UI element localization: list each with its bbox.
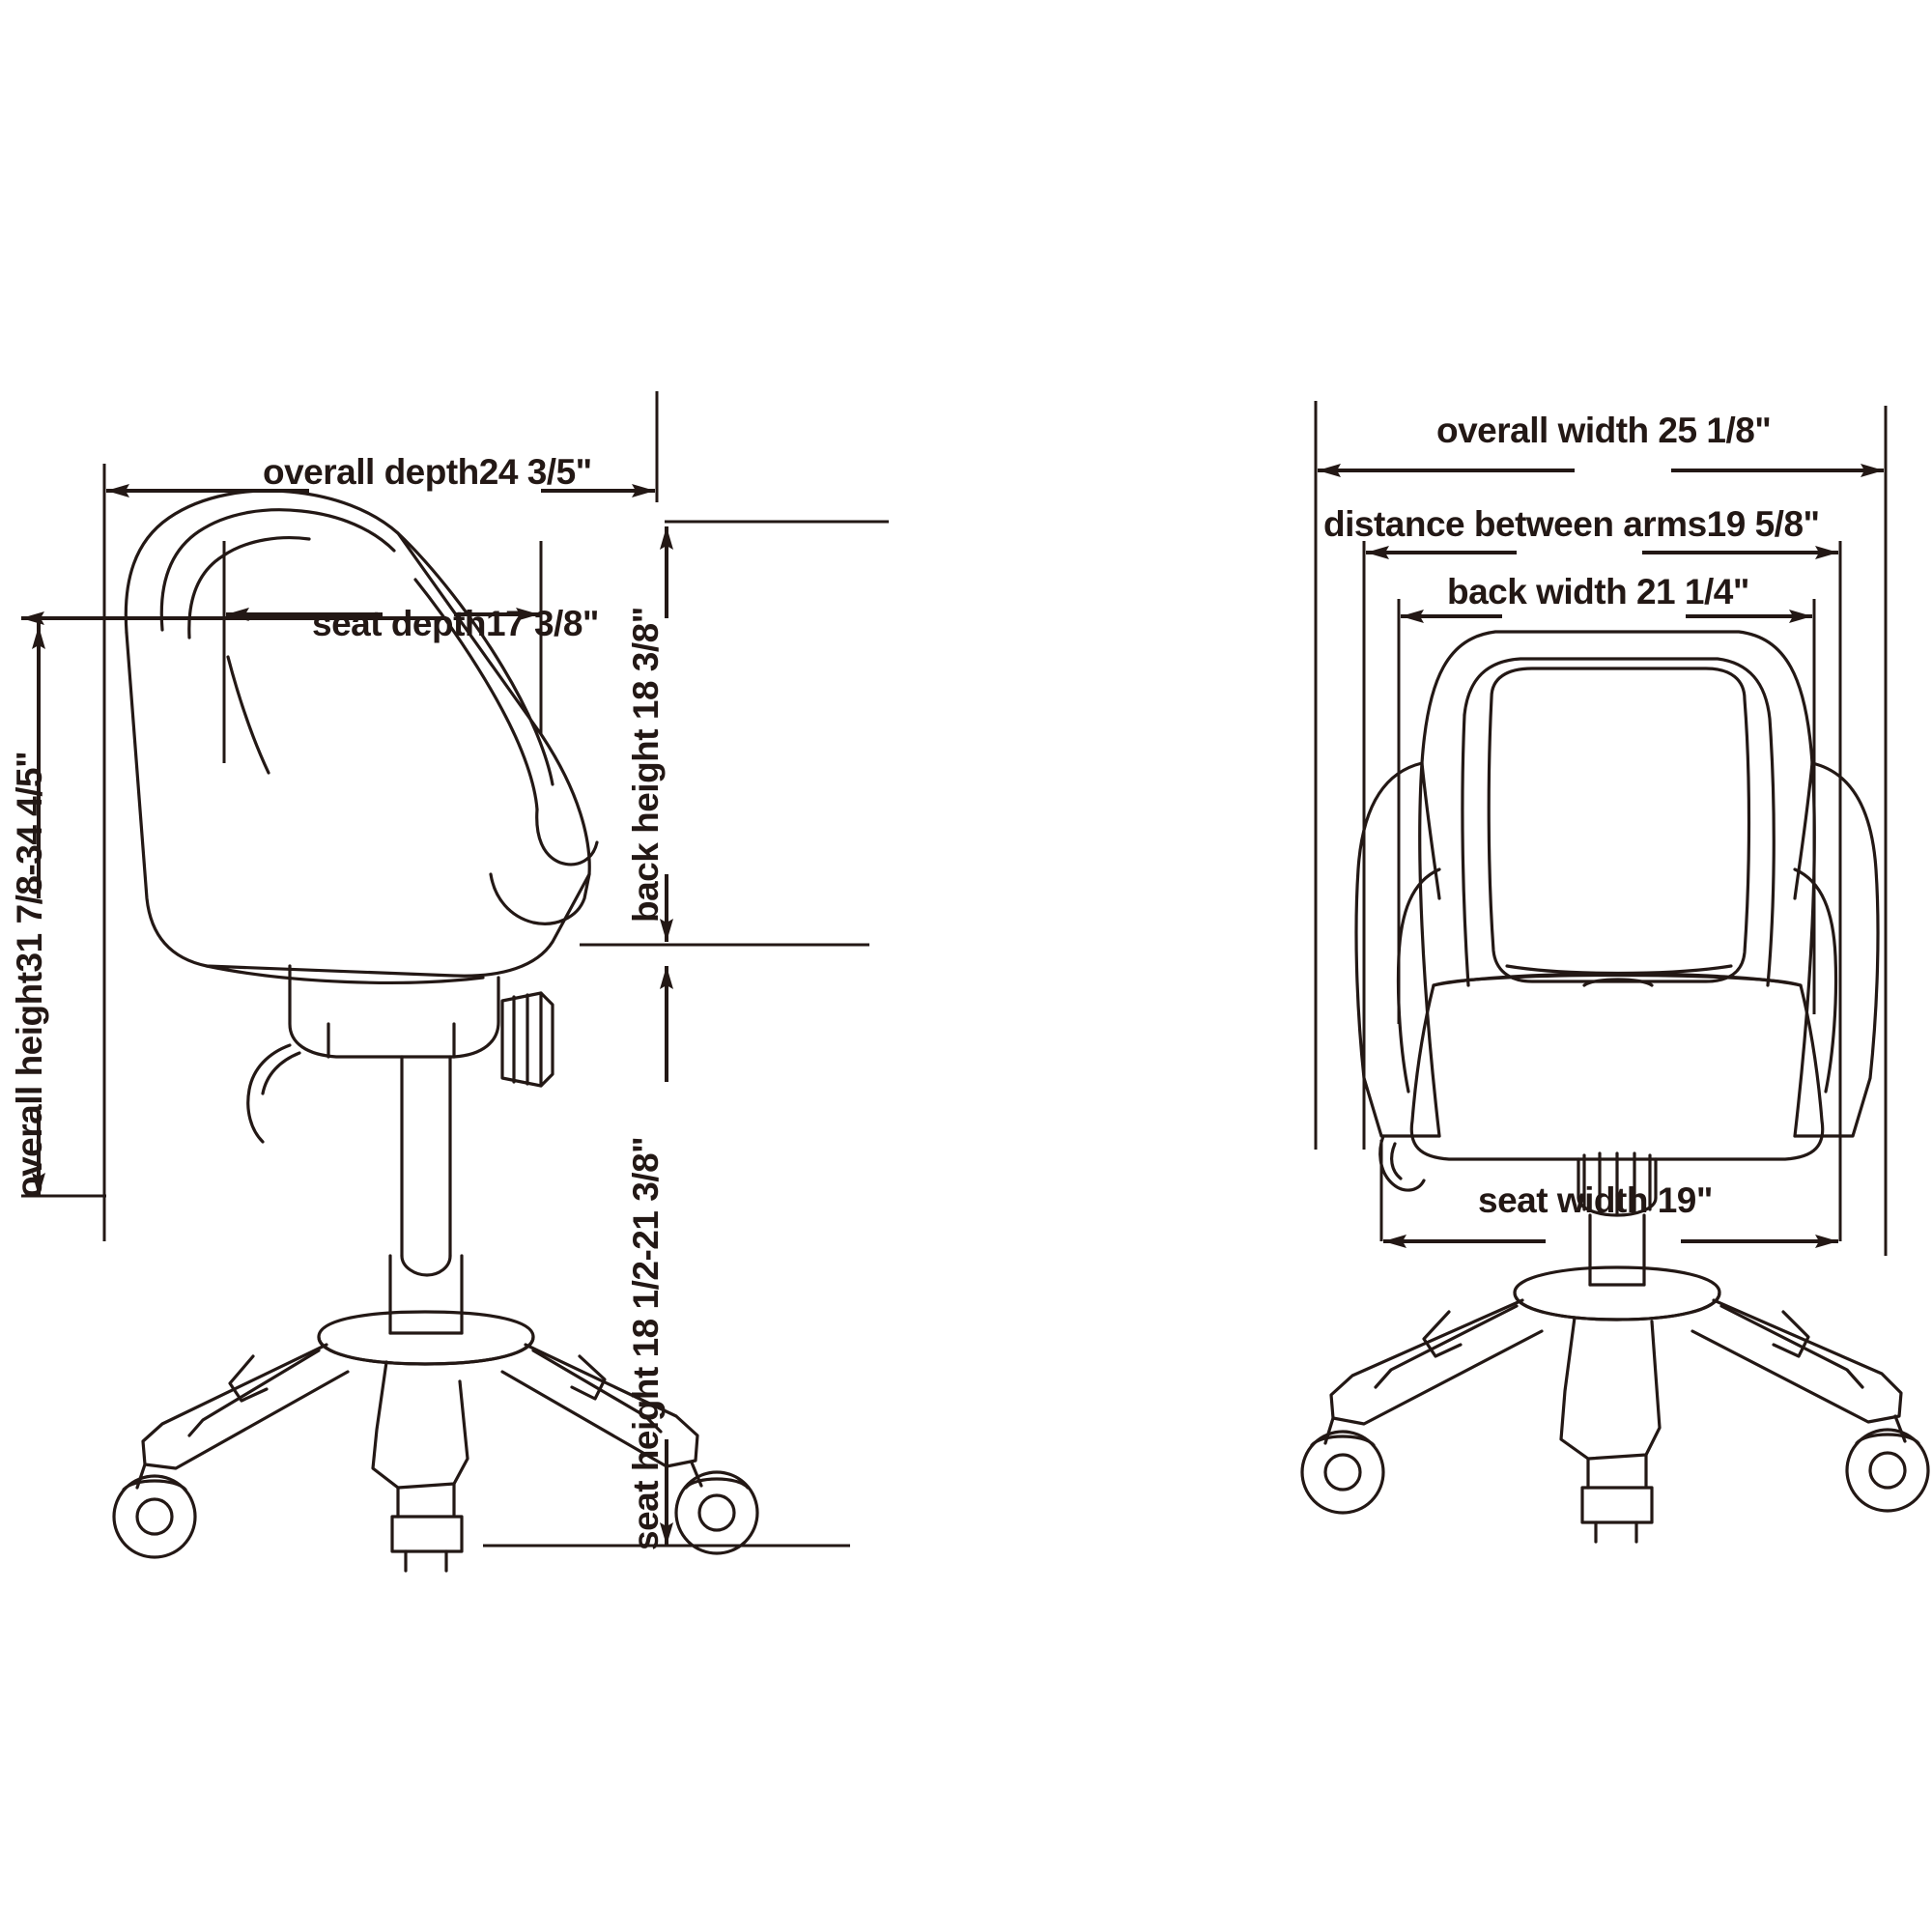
front-chair-outer-outline	[1418, 630, 1816, 1138]
chair-tilt-mechanism	[288, 964, 500, 1059]
front-height-lever	[1378, 1134, 1426, 1192]
front-base-leg-detail-b	[1772, 1310, 1810, 1358]
front-arm-left-shoulder	[1420, 761, 1441, 900]
label-back-height: back height 18 3/8"	[626, 607, 666, 923]
chair-arm-pad-end	[535, 808, 599, 867]
front-arm-right-shoulder	[1793, 761, 1814, 900]
label-seat-width: seat width 19"	[1478, 1180, 1713, 1220]
label-overall-width: overall width 25 1/8"	[1436, 411, 1772, 450]
front-cylinder-spring-ribs	[1582, 1151, 1652, 1215]
chair-front-view	[1300, 630, 1930, 1544]
front-cylinder-shaft	[1588, 1213, 1646, 1287]
chair-base-leg-right	[500, 1343, 699, 1468]
chair-side-view	[112, 489, 759, 1573]
chair-caster-right	[674, 1461, 759, 1555]
label-back-width: back width 21 1/4"	[1447, 572, 1749, 611]
label-seat-height: seat height 18 1/2-21 3/8"	[626, 1136, 666, 1550]
chair-seat-body	[125, 631, 591, 978]
chair-base-leg-detail-b	[570, 1354, 607, 1401]
front-base-hub-lower	[1513, 1291, 1721, 1321]
chair-seat-underline	[205, 964, 485, 984]
chair-base-leg-detail-a	[228, 1354, 269, 1403]
front-height-lever-inner	[1390, 1142, 1403, 1180]
front-arm-right-inner	[1793, 867, 1838, 1094]
chair-tension-knob-ribs	[512, 991, 543, 1088]
front-arm-left-inner	[1396, 867, 1441, 1094]
chair-base-leg-left	[141, 1343, 350, 1470]
front-caster-right	[1845, 1414, 1930, 1513]
front-backrest-cushion	[1487, 667, 1751, 983]
dimension-lines-group	[21, 391, 1888, 1548]
mechanism-detail-lines	[327, 1022, 456, 1059]
chair-back-side-seam	[226, 655, 270, 775]
chair-gas-cylinder	[400, 1055, 452, 1258]
front-base-leg-far-left	[1329, 1298, 1544, 1426]
front-base-leg-far-right-inner	[1719, 1304, 1864, 1389]
chair-caster-center	[390, 1482, 464, 1573]
front-caster-left	[1300, 1416, 1385, 1515]
front-base-leg-detail-a	[1422, 1310, 1463, 1358]
front-base-leg-center	[1559, 1316, 1662, 1461]
label-overall-depth: overall depth24 3/5"	[263, 452, 592, 492]
front-seat-top-seam	[1432, 972, 1803, 987]
front-backrest-inner	[1463, 657, 1776, 987]
chair-height-lever	[246, 1043, 292, 1144]
front-seat-cushion	[1409, 973, 1825, 1161]
front-backrest-inner-left	[1461, 713, 1470, 987]
chair-cylinder-sleeve	[388, 1254, 464, 1335]
chair-base-leg-right-inner	[531, 1349, 663, 1434]
chair-height-lever-inner	[261, 1051, 301, 1095]
chair-base-leg-center	[371, 1360, 469, 1490]
front-cylinder-top	[1577, 1157, 1658, 1200]
front-caster-center	[1580, 1453, 1654, 1544]
chair-inner-back-contour	[159, 508, 396, 632]
chair-base-hub-lower	[317, 1335, 535, 1366]
chair-base-leg-left-inner	[187, 1349, 321, 1437]
chair-outer-back-outline	[124, 489, 591, 925]
chair-arm-top-edge	[396, 531, 554, 786]
front-seat-center-detail	[1582, 978, 1654, 987]
front-arm-right-outer	[1793, 761, 1880, 1138]
label-distance-between-arms: distance between arms19 5/8"	[1323, 504, 1820, 544]
front-base-leg-far-left-inner	[1374, 1304, 1519, 1389]
chair-back-inner-line	[187, 536, 311, 639]
chair-arm-inner-edge	[413, 578, 539, 811]
front-base-leg-far-right	[1690, 1298, 1903, 1424]
front-arm-left-outer	[1354, 761, 1441, 1138]
chair-caster-left	[112, 1463, 197, 1559]
label-overall-height: overall height31 7/8-34 4/5"	[10, 751, 49, 1198]
chair-cylinder-bottom	[400, 1254, 452, 1277]
label-seat-depth: seat depth17 3/8"	[312, 604, 599, 643]
front-cushion-seam	[1505, 964, 1733, 976]
